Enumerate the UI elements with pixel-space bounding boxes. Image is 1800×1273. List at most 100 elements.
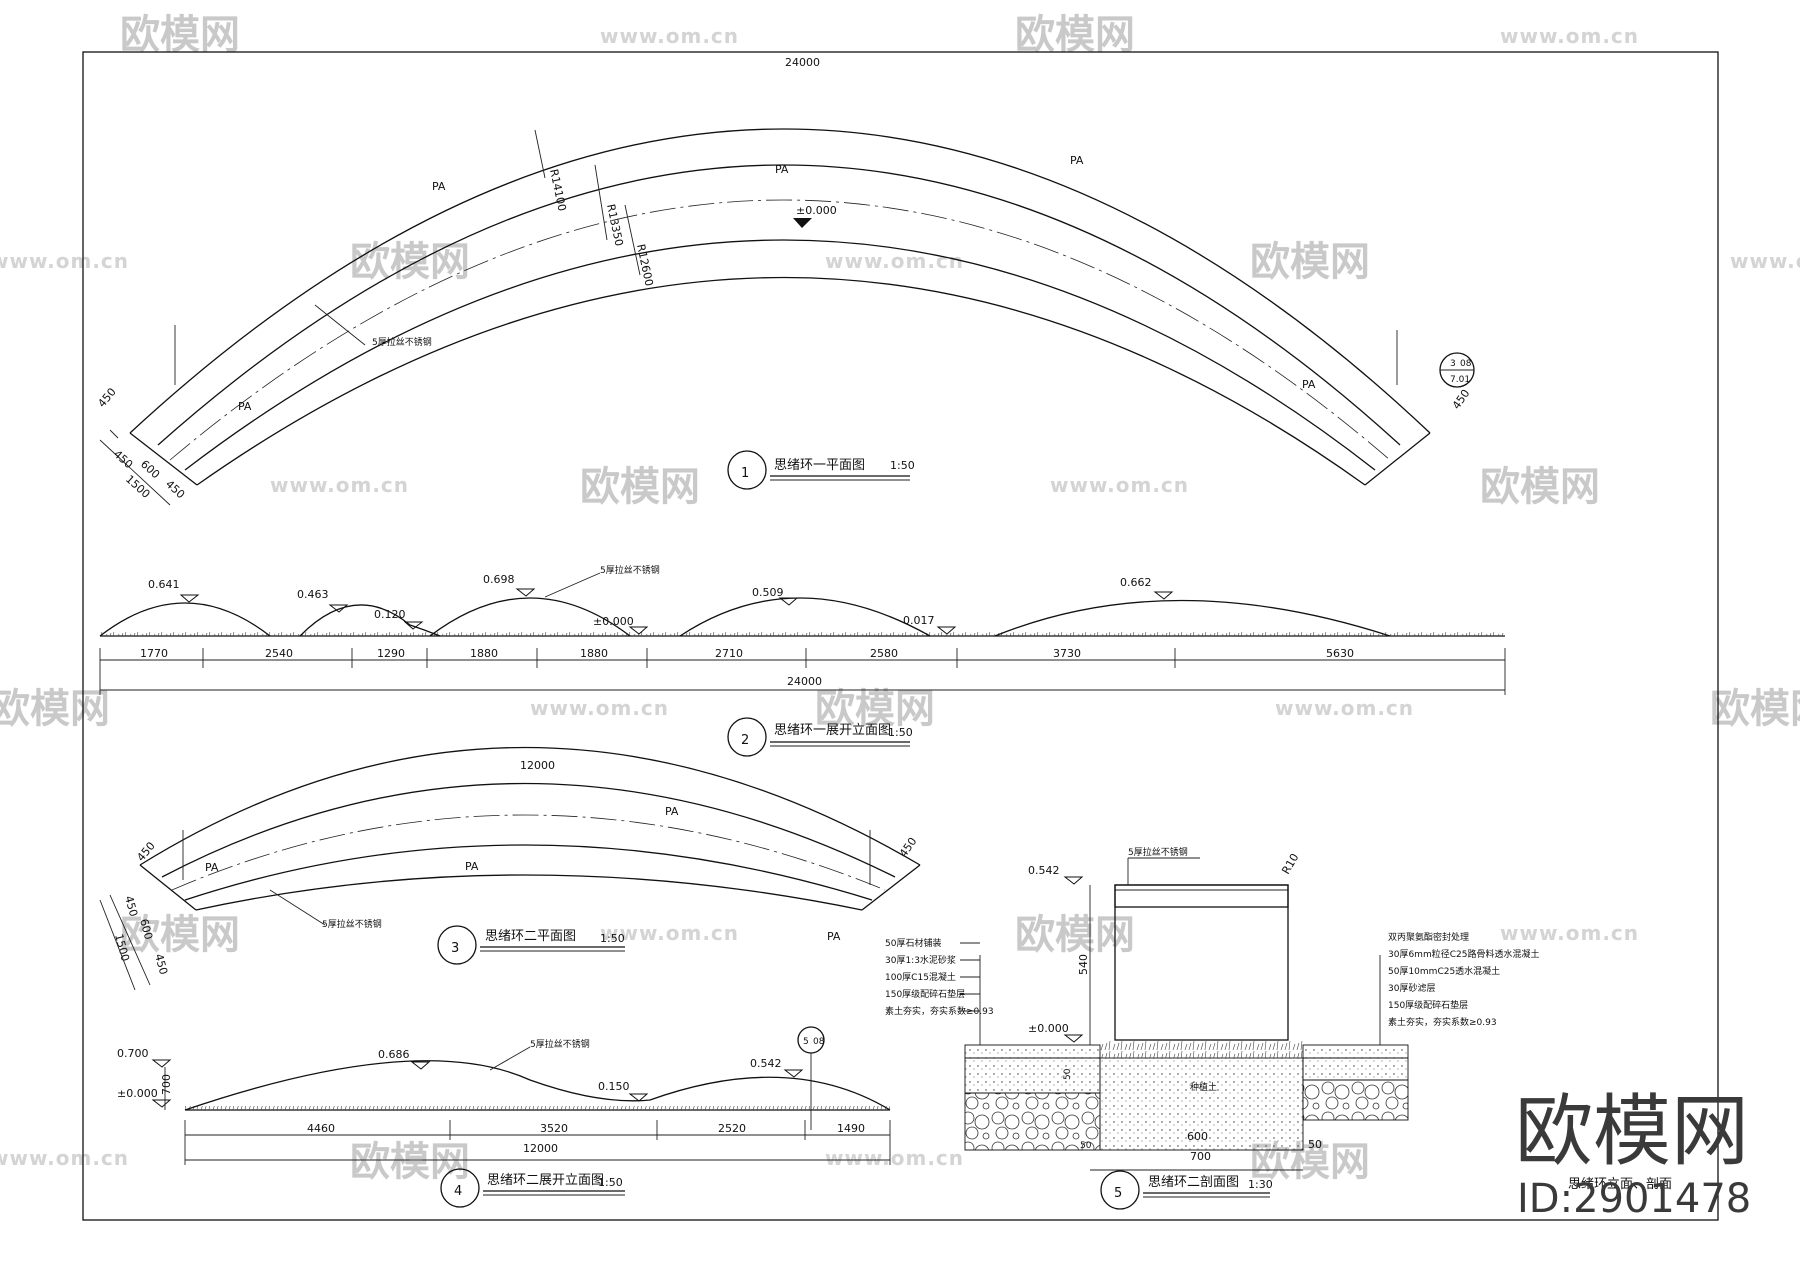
watermark-id: ID:2901478 xyxy=(1517,1176,1751,1222)
elev1-level-8: 0.662 xyxy=(1120,576,1152,589)
elev2-total: 12000 xyxy=(523,1142,558,1155)
section-title: 思绪环二剖面图 xyxy=(1148,1175,1239,1190)
watermark-site: www.om.cn xyxy=(600,24,739,48)
elev1-level-4: 0.698 xyxy=(483,573,515,586)
elev1-title: 思绪环一展开立面图 xyxy=(774,723,891,738)
plan2-pa-2: PA xyxy=(205,861,219,874)
section-material: 5厚拉丝不锈钢 xyxy=(1128,846,1188,858)
plan1-dim-450: 450 xyxy=(111,448,135,472)
plan2-pa-4: PA xyxy=(827,930,841,943)
section-layer-left: 50厚石材铺装 xyxy=(885,937,941,949)
elev1-level-1: 0.641 xyxy=(148,578,180,591)
plan2-pa-3: PA xyxy=(465,860,479,873)
plan1-mid-inner-arc xyxy=(184,239,1376,471)
section-height: 540 xyxy=(1077,954,1090,975)
watermark-site: www.om.cn xyxy=(0,1146,129,1170)
elev2-scale: 1:50 xyxy=(598,1176,623,1189)
plan1-arc-length: 24000 xyxy=(785,56,820,69)
elev2-index: 4 xyxy=(454,1184,462,1199)
plan2-dim-3: 450 xyxy=(122,894,140,918)
section-layer-left: 150厚级配碎石垫层 xyxy=(885,988,965,1000)
plan2-dim-2: 450 xyxy=(897,835,920,860)
plan2-material: 5厚拉丝不锈钢 xyxy=(322,918,382,930)
elev2-level-1: 0.700 xyxy=(117,1047,149,1060)
sheet-caption: 思绪环立面、剖面 xyxy=(1568,1177,1672,1192)
elev2-dim-4: 1490 xyxy=(837,1122,865,1135)
section-layer-right: 双丙聚氨酯密封处理 xyxy=(1388,931,1469,943)
section-layer-right: 30厚6mm粒径C25路骨料透水混凝土 xyxy=(1388,948,1539,960)
elev1-level-2: 0.463 xyxy=(297,588,329,601)
section-radius: R10 xyxy=(1279,851,1301,876)
watermark-brand: 欧模网 xyxy=(0,686,110,732)
plan1-dim-600: 600 xyxy=(138,458,162,482)
watermark-brand: 欧模网 xyxy=(1710,686,1800,732)
elev1-dim-7: 2580 xyxy=(870,647,898,660)
plan2-index: 3 xyxy=(451,941,459,956)
plan1-inner-arc xyxy=(196,277,1366,486)
section-layer-left: 30厚1:3水泥砂浆 xyxy=(885,954,956,966)
watermark-brand: 欧模网 xyxy=(120,12,240,58)
elev2-material: 5厚拉丝不锈钢 xyxy=(530,1038,590,1050)
plan2-dim-6: 450 xyxy=(152,952,170,976)
plan1-pa-5: PA xyxy=(1302,378,1316,391)
plan2-dim-4: 600 xyxy=(137,917,155,941)
plan1-center-arc xyxy=(169,199,1391,461)
section-layer-right: 50厚10mmC25透水混凝土 xyxy=(1388,965,1500,977)
watermark-brand: 欧模网 xyxy=(350,239,470,285)
plan1-radius-inner: R12600 xyxy=(634,243,656,287)
plan2-title: 思绪环二平面图 xyxy=(485,929,576,944)
plan1-pa-3: PA xyxy=(1070,154,1084,167)
elev2-level-2: ±0.000 xyxy=(117,1087,158,1100)
section-level-top: 0.542 xyxy=(1028,864,1060,877)
plan1-title: 思绪环一平面图 xyxy=(774,458,865,473)
plan1-dim-450-b: 450 xyxy=(163,478,187,502)
watermark-brand: 欧模网 xyxy=(1250,239,1370,285)
watermark-site: www.om.cn xyxy=(1275,696,1414,720)
watermark-site: www.om.cn xyxy=(825,1146,964,1170)
section-dim-4: 50 xyxy=(1308,1138,1322,1151)
svg-text:7.01: 7.01 xyxy=(1450,375,1470,385)
section-layer-left: 100厚C15混凝土 xyxy=(885,971,956,983)
watermark-site: www.om.cn xyxy=(0,249,129,273)
watermark-site: www.om.cn xyxy=(825,249,964,273)
elev1-dim-6: 2710 xyxy=(715,647,743,660)
elev1-material: 5厚拉丝不锈钢 xyxy=(600,564,660,576)
elev1-dim-2: 2540 xyxy=(265,647,293,660)
sheet-border xyxy=(82,51,1719,1221)
elevation-2: 0.700 ±0.000 0.686 0.150 0.542 700 5厚拉丝不… xyxy=(117,1026,891,1208)
elev2-section-tag: 5 08 xyxy=(797,1026,825,1130)
elev1-dim-5: 1880 xyxy=(580,647,608,660)
plan1-radius-outer: R14100 xyxy=(547,168,569,212)
elev2-level-4: 0.150 xyxy=(598,1080,630,1093)
elev2-title: 思绪环二展开立面图 xyxy=(487,1173,604,1188)
elev2-dim-2: 3520 xyxy=(540,1122,568,1135)
plan1-pa-1: PA xyxy=(432,180,446,193)
watermark-site: www.om.cn xyxy=(1050,473,1189,497)
elev2-dim-3: 2520 xyxy=(718,1122,746,1135)
elev2-level-5: 0.542 xyxy=(750,1057,782,1070)
plan1-detail-tag: 3 08 7.01 xyxy=(1439,352,1475,388)
plan1-level-marker xyxy=(793,218,812,228)
section-dim-2: 600 xyxy=(1187,1130,1208,1143)
elev1-index: 2 xyxy=(741,733,749,748)
watermark-brand: 欧模网 xyxy=(580,464,700,510)
watermark-site: www.om.cn xyxy=(530,696,669,720)
elev1-dim-3: 1290 xyxy=(377,647,405,660)
elev1-dim-8: 3730 xyxy=(1053,647,1081,660)
plan1-outer-arc xyxy=(129,128,1431,434)
watermark-site: www.om.cn xyxy=(600,921,739,945)
brand-logo-text: 欧模网 xyxy=(1515,1087,1749,1177)
svg-text:3: 3 xyxy=(1450,359,1456,369)
watermark-brand: 欧模网 xyxy=(1480,464,1600,510)
plan2-scale: 1:50 xyxy=(600,932,625,945)
watermark-site: www.om.cn xyxy=(1730,249,1800,273)
plan1-index: 1 xyxy=(741,466,749,481)
elev1-dim-4: 1880 xyxy=(470,647,498,660)
plan1-level: ±0.000 xyxy=(796,204,837,217)
section-5: 5厚拉丝不锈钢 R10 0.542 ±0.000 540 50 种植土 50 6… xyxy=(885,846,1672,1210)
watermark-site: www.om.cn xyxy=(270,473,409,497)
elev2-height: 700 xyxy=(160,1074,173,1095)
section-layer-left: 素土夯实，夯实系数≥0.93 xyxy=(885,1005,994,1017)
plan1-pa-4: PA xyxy=(238,400,252,413)
